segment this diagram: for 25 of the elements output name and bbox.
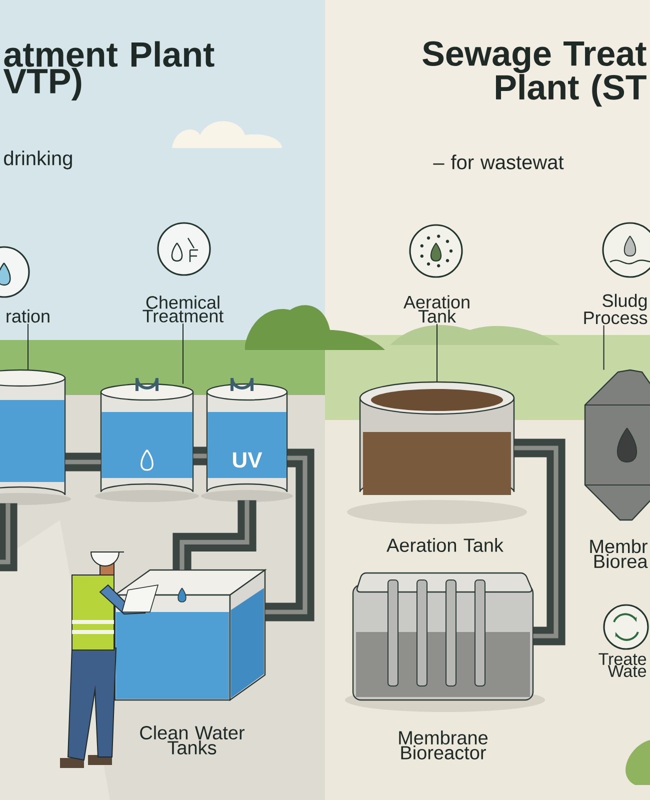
tank-label: Clean Water Tanks: [140, 726, 244, 754]
leader-line: [436, 323, 438, 382]
step-label: Sludg Process: [584, 294, 648, 324]
subtitle: – for wastewat: [433, 154, 564, 170]
storage-tank: [0, 369, 71, 505]
pipe: [172, 500, 256, 570]
leader-line: [182, 323, 184, 384]
title: Sewage Treat Plant (ST: [422, 41, 646, 107]
step-label: Chemical Treatment: [142, 296, 224, 322]
subtitle: drinking: [4, 150, 72, 170]
tank-label: Aeration Tank: [386, 538, 504, 552]
pipe: [514, 438, 566, 646]
pipe: [193, 446, 207, 466]
chemical-tank: [95, 376, 199, 502]
uv-tank: UV: [201, 376, 293, 502]
pipe: [65, 452, 101, 472]
leader-line: [603, 324, 604, 370]
tank-label: Membrane Bioreactor: [399, 730, 488, 760]
title: atment Plant VTP): [3, 41, 214, 101]
icon-label: Treate Wate: [598, 653, 646, 678]
pipe: [265, 448, 314, 622]
pipe: [0, 503, 18, 572]
step-label: ration: [6, 309, 50, 323]
tank-label: Membr Biorea: [590, 539, 648, 568]
step-label: Aeration Tank: [404, 295, 470, 323]
